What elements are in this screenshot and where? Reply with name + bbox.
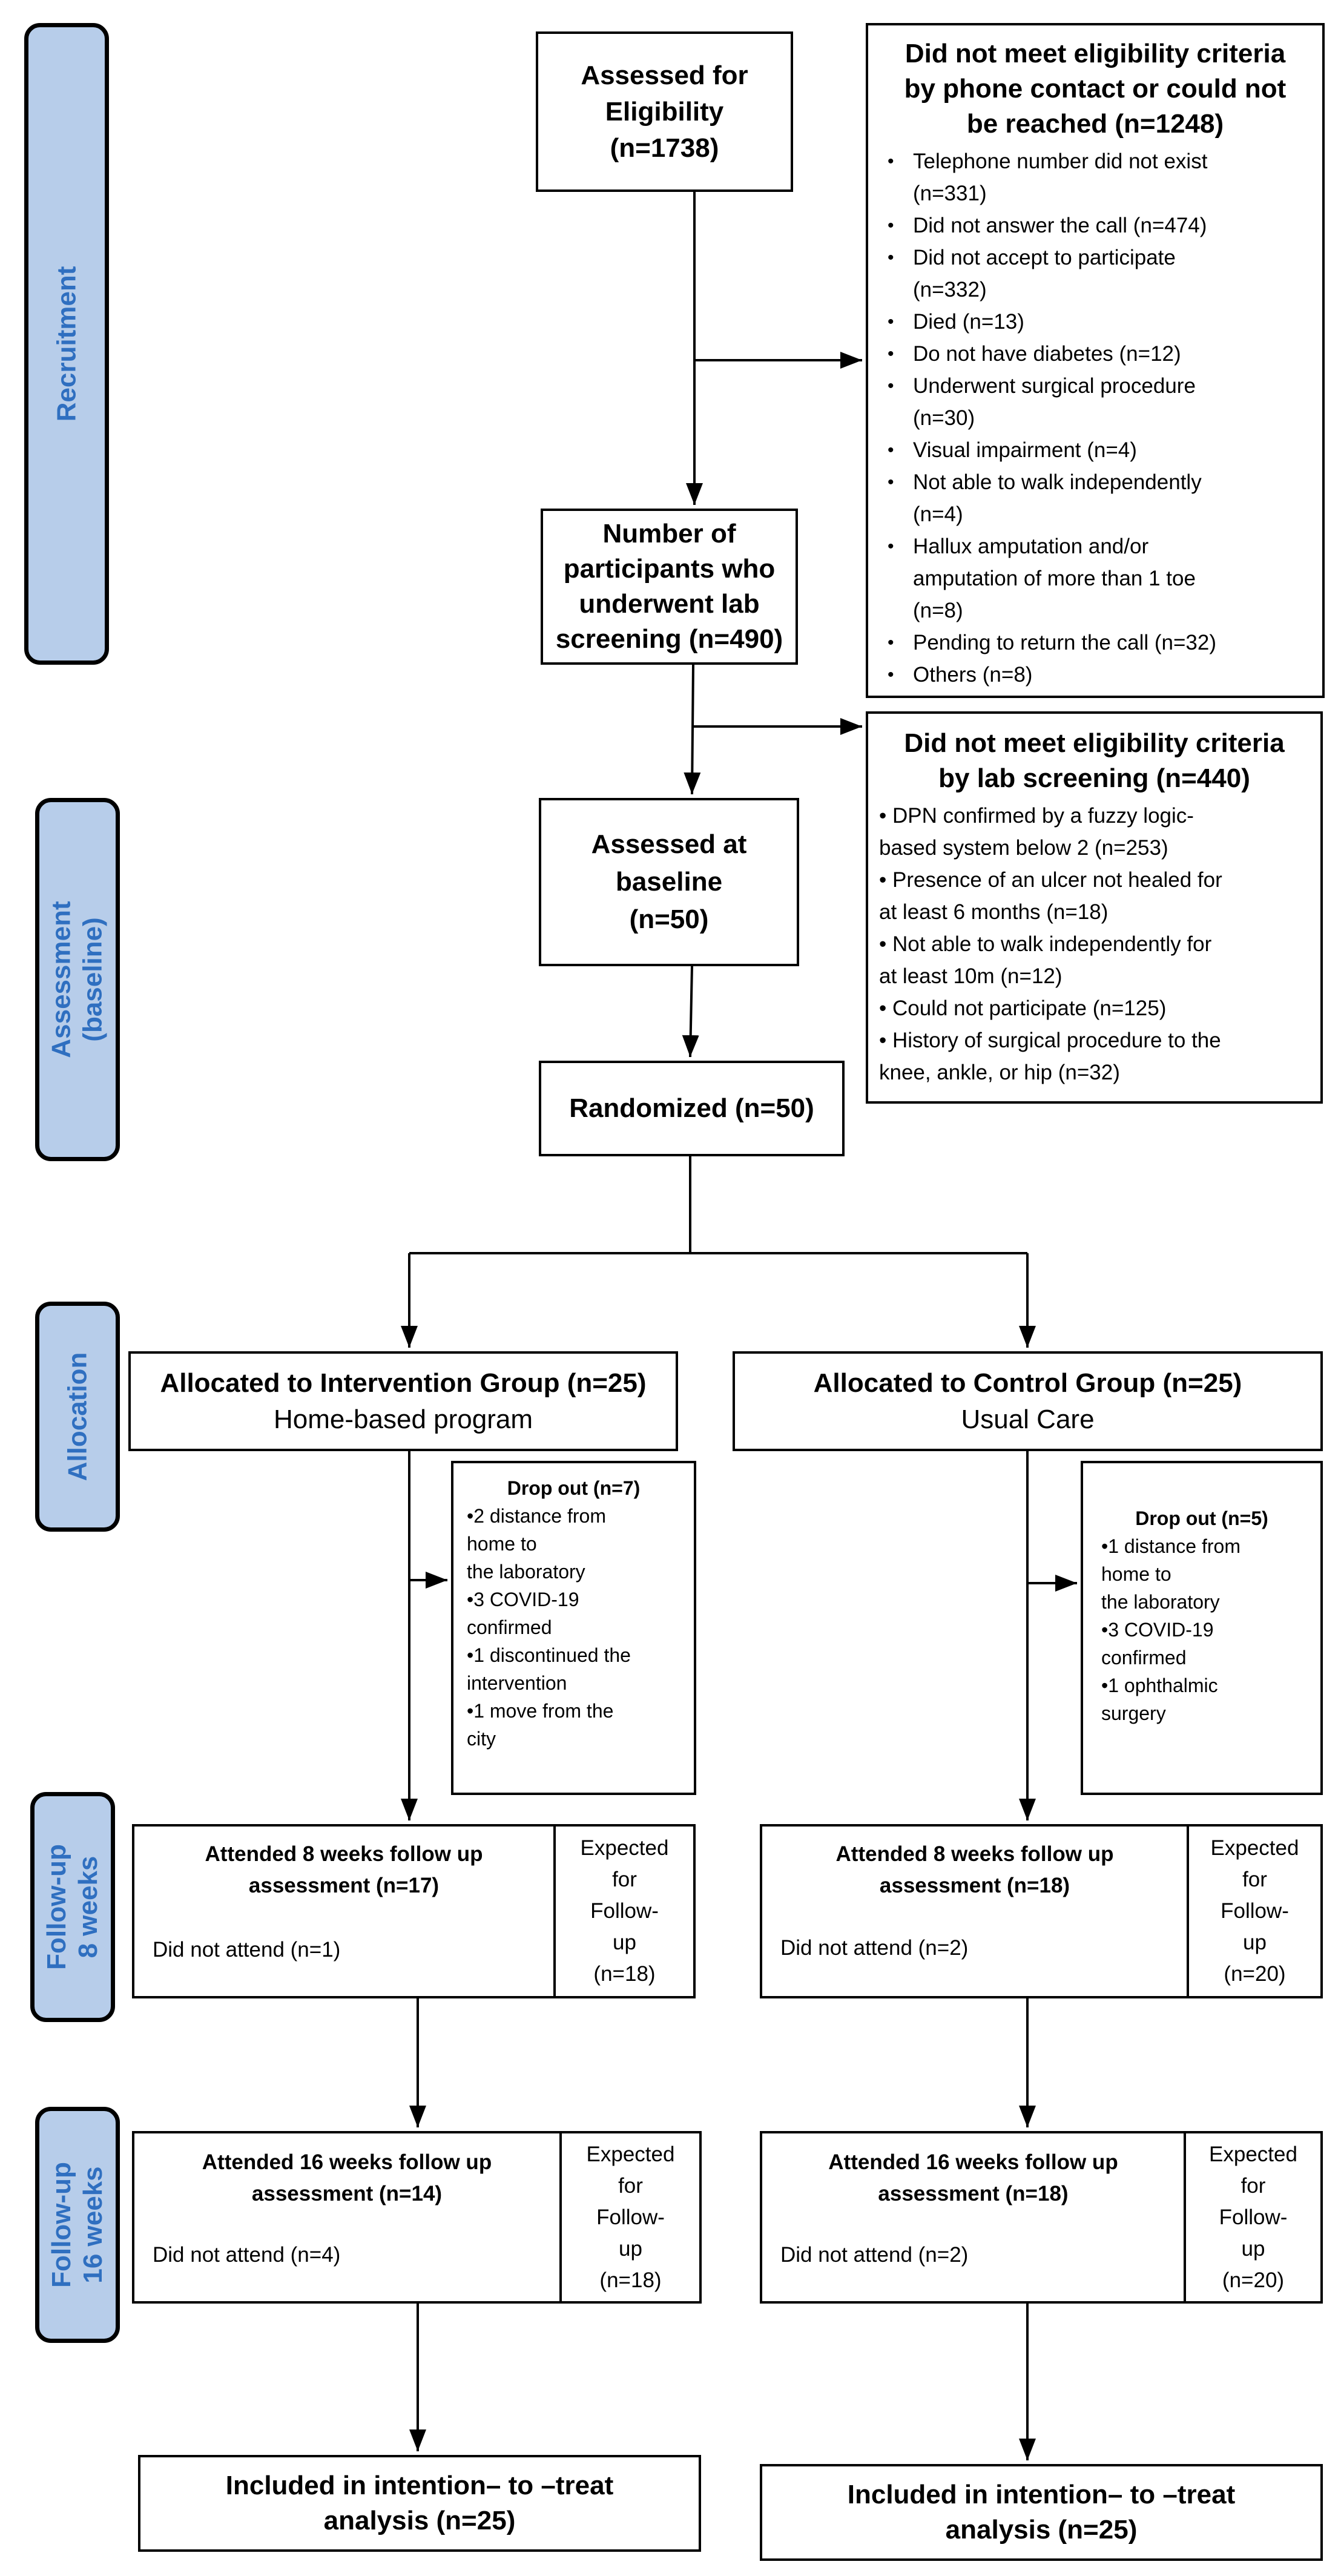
excluded-lab-box: Did not meet eligibility criteria by lab… bbox=[866, 711, 1323, 1104]
intervention-allocation-box: Allocated to Intervention Group (n=25) H… bbox=[128, 1351, 678, 1451]
control-allocation-box: Allocated to Control Group (n=25) Usual … bbox=[733, 1351, 1323, 1451]
list-item: Not able to walk independently(n=4) bbox=[877, 466, 1314, 530]
excluded-lab-title: Did not meet eligibility criteria by lab… bbox=[904, 728, 1285, 793]
baseline-box: Assessed at baseline (n=50) bbox=[539, 798, 799, 966]
randomized-box: Randomized (n=50) bbox=[539, 1061, 845, 1156]
intervention-fu16-box: Attended 16 weeks follow up assessment (… bbox=[132, 2131, 562, 2304]
excluded-phone-box: Did not meet eligibility criteria by pho… bbox=[866, 23, 1325, 698]
excluded-phone-title: Did not meet eligibility criteria by pho… bbox=[904, 39, 1287, 139]
list-item: Underwent surgical procedure(n=30) bbox=[877, 370, 1314, 434]
lab-screening-box: Number of participants who underwent lab… bbox=[541, 509, 798, 665]
excluded-phone-list: Telephone number did not exist(n=331) Di… bbox=[877, 145, 1314, 691]
list-item: • DPN confirmed by a fuzzy logic-based s… bbox=[879, 804, 1194, 860]
list-item: Others (n=8) bbox=[877, 659, 1314, 691]
arrow-lab-to-baseline bbox=[684, 664, 701, 795]
excluded-lab-list: • DPN confirmed by a fuzzy logic-based s… bbox=[879, 800, 1310, 1089]
assessed-eligibility-box: Assessed for Eligibility (n=1738) bbox=[536, 31, 793, 192]
list-item: Pending to return the call (n=32) bbox=[877, 627, 1314, 659]
stage-assessment: Assessment(baseline) bbox=[35, 798, 120, 1161]
intervention-dropout-box: Drop out (n=7) •2 distance from home to … bbox=[451, 1461, 696, 1795]
control-dropout-box: Drop out (n=5) •1 distance from home to … bbox=[1081, 1461, 1323, 1795]
list-item: • Could not participate (n=125) bbox=[879, 996, 1167, 1020]
arrow-baseline-to-randomized bbox=[682, 966, 699, 1058]
list-item: Died (n=13) bbox=[877, 306, 1314, 338]
list-item: Do not have diabetes (n=12) bbox=[877, 338, 1314, 370]
list-item: Visual impairment (n=4) bbox=[877, 434, 1314, 466]
list-item: Did not accept to participate(n=332) bbox=[877, 242, 1314, 306]
control-fu16-box: Attended 16 weeks follow up assessment (… bbox=[760, 2131, 1187, 2304]
control-fu8-box: Attended 8 weeks follow up assessment (n… bbox=[760, 1824, 1190, 1998]
list-item: Did not answer the call (n=474) bbox=[877, 209, 1314, 242]
stage-allocation: Allocation bbox=[35, 1302, 120, 1532]
stage-recruitment: Recruitment bbox=[24, 23, 109, 665]
intervention-itt-box: Included in intention– to –treat analysi… bbox=[138, 2455, 701, 2552]
control-itt-box: Included in intention– to –treat analysi… bbox=[760, 2464, 1323, 2561]
intervention-fu8-box: Attended 8 weeks follow up assessment (n… bbox=[132, 1824, 556, 1998]
list-item: Telephone number did not exist(n=331) bbox=[877, 145, 1314, 209]
